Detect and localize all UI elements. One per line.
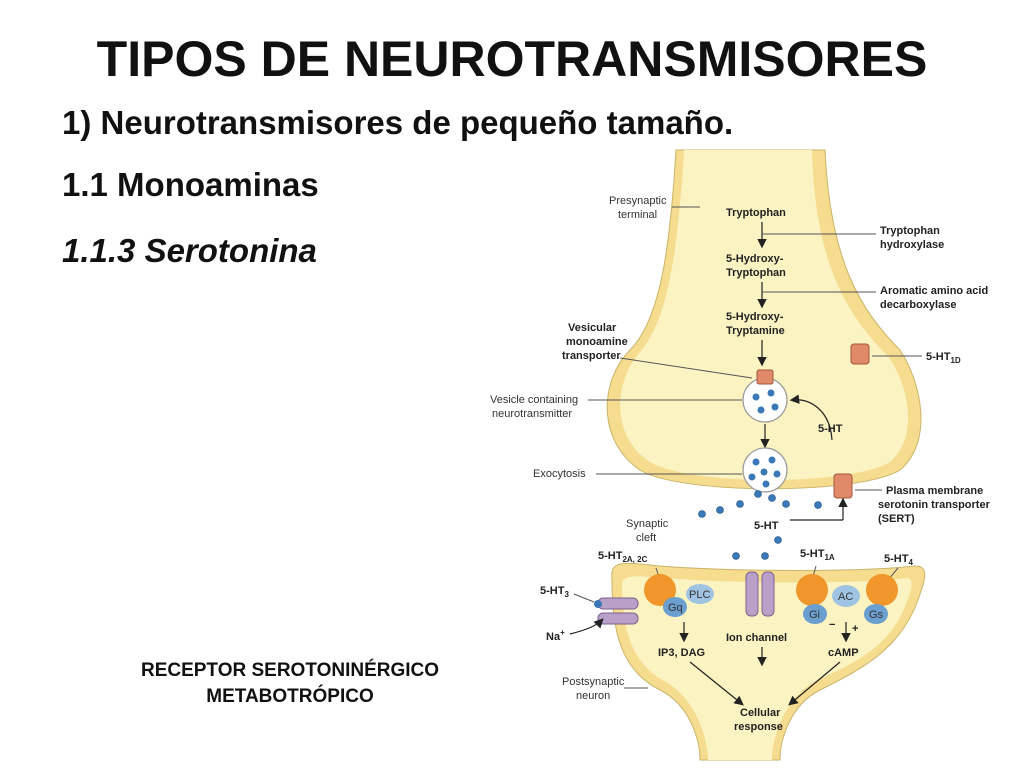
ion-channel-shape	[745, 571, 775, 617]
label-decarboxylase-1: Aromatic amino acid	[880, 285, 988, 297]
label-postsynaptic-1: Postsynaptic	[562, 676, 625, 688]
heading-serotonin: 1.1.3 Serotonina	[62, 232, 317, 269]
sert-transporter-shape	[833, 473, 853, 499]
label-cleft-5ht: 5-HT	[754, 520, 779, 532]
label-plc: PLC	[689, 589, 710, 601]
label-sert-3: (SERT)	[878, 513, 915, 525]
label-na: Na+	[546, 628, 565, 643]
label-5-hydroxytryptamine-1: 5-Hydroxy-	[726, 311, 784, 323]
label-ion-channel: Ion channel	[726, 632, 787, 644]
gq-protein-shape	[663, 597, 687, 617]
plc-enzyme-shape	[686, 584, 714, 604]
label-ac: AC	[838, 591, 853, 603]
label-tryptophan-hydroxylase-2: hydroxylase	[880, 239, 944, 251]
label-vmat-2: monoamine	[566, 336, 628, 348]
label-vmat-3: transporter	[562, 350, 621, 362]
slide-title: TIPOS DE NEUROTRANSMISORES	[96, 31, 928, 87]
ht2-main: 5-HT	[598, 550, 623, 562]
caption-line-1: RECEPTOR SEROTONINÉRGICO	[140, 660, 440, 681]
ac-enzyme-shape	[832, 585, 860, 607]
label-reuptake-5ht: 5-HT	[818, 423, 843, 435]
label-ip3-dag: IP3, DAG	[658, 647, 705, 659]
label-presynaptic-2: terminal	[618, 209, 657, 221]
ht2-receptor-shape	[644, 574, 676, 606]
ht1a-main: 5-HT	[800, 548, 825, 560]
caption-line-2: METABOTRÓPICO	[206, 686, 374, 707]
ht1d-receptor-shape	[850, 343, 870, 365]
label-vmat-1: Vesicular	[568, 322, 617, 334]
exocytosis-dots	[748, 456, 781, 488]
heading-monoamines: 1.1 Monoaminas	[62, 166, 319, 203]
label-ht4: 5-HT4	[884, 553, 913, 567]
label-sert-2: serotonin transporter	[878, 499, 991, 511]
label-cellular-1: Cellular	[740, 707, 781, 719]
label-ht1d: 5-HT1D	[926, 351, 961, 365]
label-cellular-2: response	[734, 721, 783, 733]
ht3-channel-shape	[594, 597, 639, 625]
label-gq: Gq	[668, 602, 683, 614]
ht1a-receptor-shape	[796, 574, 828, 606]
gs-protein-shape	[864, 604, 888, 624]
label-decarboxylase-2: decarboxylase	[880, 299, 956, 311]
label-ht1a: 5-HT1A	[800, 548, 835, 562]
ht3-sub: 3	[564, 590, 569, 599]
vmat-transporter-shape	[756, 369, 774, 385]
label-gi: Gi	[809, 609, 820, 621]
label-minus: −	[829, 619, 835, 631]
postsynaptic-cytoplasm	[622, 576, 912, 760]
label-5-hydroxytryptophan-1: 5-Hydroxy-	[726, 253, 784, 265]
label-synaptic-2: cleft	[636, 532, 656, 544]
ht4-sub: 4	[908, 558, 913, 567]
label-ht2: 5-HT2A, 2C	[598, 550, 648, 564]
ht4-receptor-shape	[866, 574, 898, 606]
na-main: Na	[546, 631, 561, 643]
cleft-serotonin-dots	[698, 490, 822, 560]
label-exocytosis: Exocytosis	[533, 468, 586, 480]
label-ht3: 5-HT3	[540, 585, 569, 599]
label-5-hydroxytryptophan-2: Tryptophan	[726, 267, 786, 279]
label-postsynaptic-2: neuron	[576, 690, 610, 702]
gi-protein-shape	[803, 604, 827, 624]
ht2-sub: 2A, 2C	[622, 555, 647, 564]
ht1a-sub: 1A	[824, 553, 834, 562]
label-plus: +	[852, 623, 858, 635]
label-vesicle-2: neurotransmitter	[492, 408, 572, 420]
label-gs: Gs	[869, 609, 884, 621]
label-5-hydroxytryptamine-2: Tryptamine	[726, 325, 785, 337]
presynaptic-cytoplasm	[620, 150, 909, 480]
label-tryptophan: Tryptophan	[726, 207, 786, 219]
caption-receptor: RECEPTOR SEROTONINÉRGICO METABOTRÓPICO	[110, 658, 470, 710]
ht1d-sub: 1D	[950, 356, 960, 365]
label-tryptophan-hydroxylase-1: Tryptophan	[880, 225, 940, 237]
heading-small-neurotransmitters: 1) Neurotransmisores de pequeño tamaño.	[62, 104, 734, 141]
vesicle-shape	[742, 377, 788, 423]
ht3-main: 5-HT	[540, 585, 565, 597]
label-camp: cAMP	[828, 647, 859, 659]
label-sert-1: Plasma membrane	[886, 485, 983, 497]
label-presynaptic-1: Presynaptic	[609, 195, 667, 207]
label-vesicle-1: Vesicle containing	[490, 394, 578, 406]
na-sup: +	[560, 628, 565, 637]
label-synaptic-1: Synaptic	[626, 518, 669, 530]
ht1d-main: 5-HT	[926, 351, 951, 363]
ht4-main: 5-HT	[884, 553, 909, 565]
vesicle-serotonin-dots	[752, 389, 779, 414]
